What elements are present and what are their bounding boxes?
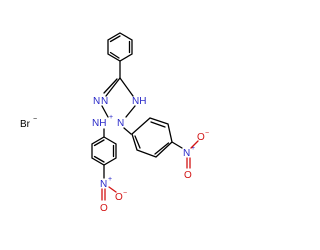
right-nitro-o1-charge: − (205, 130, 209, 137)
n-right-label: N (101, 96, 108, 107)
right-nitro-o1-label: O (197, 132, 205, 143)
tetrazole-ring (101, 77, 136, 118)
n-left-label: N (93, 96, 100, 107)
core-to-right-ring-bond (123, 127, 132, 135)
bottom-nitro-o1-label: O (115, 192, 123, 203)
right-nitrophenyl-ring (131, 117, 173, 158)
bottom-nitro-n-label: N (100, 179, 107, 190)
bromide-label: Br (20, 119, 31, 130)
bottom-nitro-o1-charge: − (123, 190, 127, 197)
right-nitro-o1-bond (190, 140, 199, 149)
bottom-nitro-n-charge: + (108, 176, 112, 183)
nh-top-label: NH (132, 96, 146, 107)
bottom-nitro-o1-bond (108, 186, 117, 193)
molecule-structure: Br − N N NH NH + N N + O − O (20, 32, 209, 214)
nh-plus-label: NH (92, 118, 106, 129)
right-nitro-n-label: N (183, 148, 190, 159)
bottom-nitro-o2-label: O (100, 203, 108, 214)
right-nitro-o2-label: O (184, 170, 192, 181)
phenyl-ring (107, 32, 133, 62)
left-nitrophenyl-ring (91, 136, 117, 166)
n-center-label: N (117, 118, 124, 129)
bromide-charge: − (33, 116, 37, 123)
nh-plus-charge: + (109, 114, 113, 121)
right-nitro-n-charge: + (191, 145, 195, 152)
right-ring-nitro-bond (171, 141, 183, 149)
structure-canvas: Br − N N NH NH + N N + O − O (20, 32, 209, 214)
